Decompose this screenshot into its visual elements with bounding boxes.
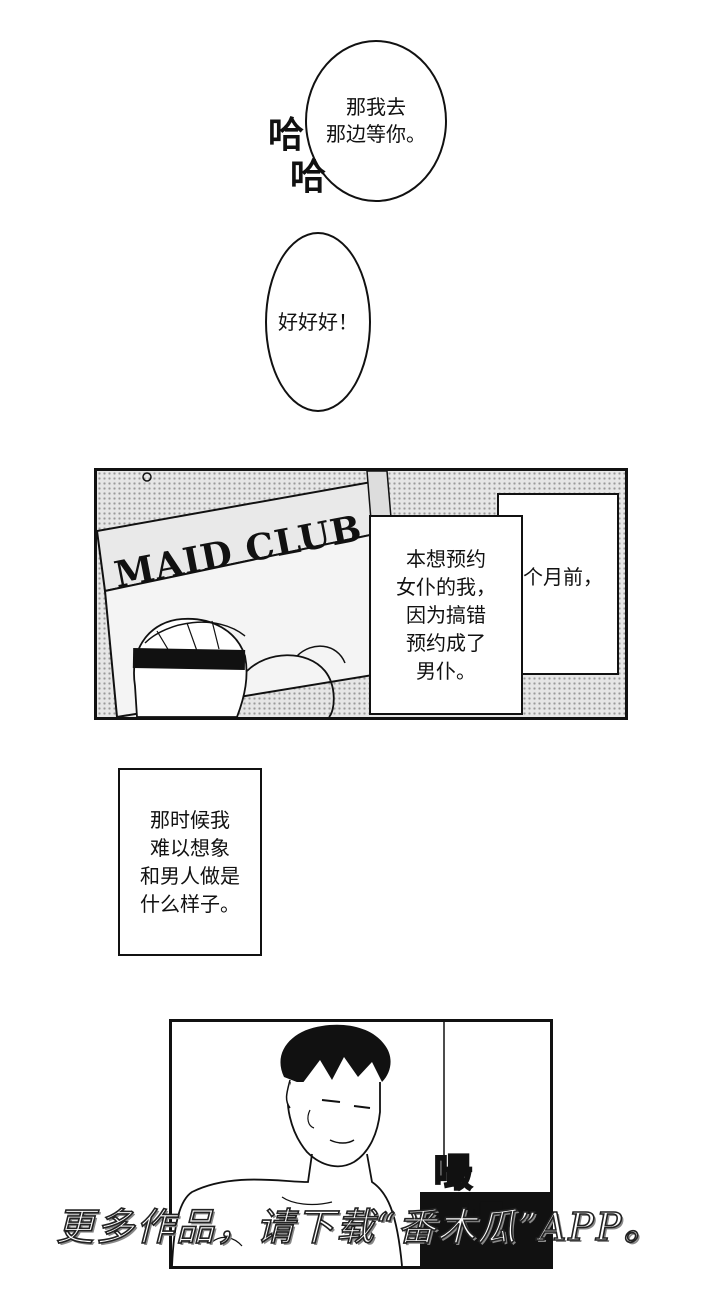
caption-main: 本想预约 女仆的我， 因为搞错 预约成了 男仆。	[369, 515, 523, 715]
speech-text-2: 好好好！	[278, 309, 358, 334]
speech-bubble-2: 好好好！	[265, 232, 371, 412]
caption-main-text: 本想预约 女仆的我， 因为搞错 预约成了 男仆。	[396, 547, 496, 683]
caption-mid: 那时候我 难以想象 和男人做是 什么样子。	[118, 768, 262, 956]
sfx-ha-2: 哈	[290, 157, 327, 198]
panel-character: 嘬 嘬	[169, 1019, 553, 1269]
sfx-kiss-1: 嘬	[433, 1151, 473, 1195]
sfx-ha-1: 哈	[268, 115, 305, 156]
speech-bubble-1: 那我去 那边等你。	[305, 40, 447, 202]
sfx-kiss-2: 嘬	[466, 1199, 506, 1243]
panel2-art	[172, 1022, 550, 1266]
panel-maid-club: MAID CLUB 一个月前， 本想预约 女仆的我， 因为搞错 预约成了 男仆。	[94, 468, 628, 720]
speech-text-1: 那我去 那边等你。	[326, 95, 426, 146]
caption-mid-text: 那时候我 难以想象 和男人做是 什么样子。	[140, 808, 240, 916]
watermark-text: 更多作品，请下载“番木瓜”APP。	[55, 1204, 664, 1250]
